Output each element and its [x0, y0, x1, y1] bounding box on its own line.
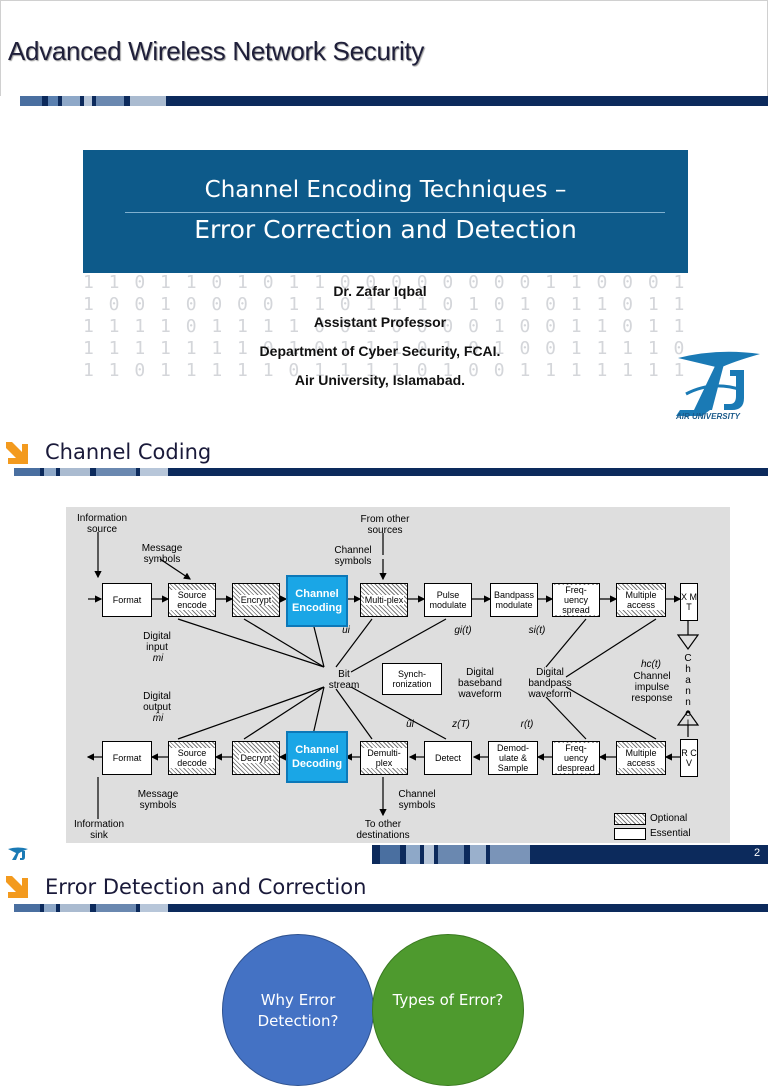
label-si: si(t) [528, 625, 546, 636]
orange-arrow-icon [2, 438, 32, 468]
label-digital-output: Digital output [143, 691, 171, 713]
label-info-source: Information source [76, 513, 128, 535]
slide-header-title: Advanced Wireless Network Security [8, 36, 425, 66]
label-ui: ui [342, 625, 350, 636]
label-rt: r(t) [520, 719, 534, 730]
block-pulse-modulate: Pulse modulate [424, 583, 472, 617]
channel-coding-block-diagram: Information source Message symbols From … [66, 507, 730, 843]
page-number: 2 [754, 847, 761, 859]
block-source-decode: Source decode [168, 741, 216, 775]
block-encrypt: Encrypt [232, 583, 280, 617]
binary-background: 1 1 0 1 1 0 1 0 1 1 0 0 0 0 0 0 0 0 1 1 … [83, 272, 688, 381]
slide-1: Advanced Wireless Network Security Chann… [0, 0, 768, 430]
block-bandpass-modulate: Bandpass modulate [490, 583, 538, 617]
block-frequency-despread: Freq-uency despread [552, 741, 600, 775]
label-message-symbols: Message symbols [141, 543, 183, 565]
label-hc: hc(t) [641, 659, 661, 670]
block-format-top: Format [102, 583, 152, 617]
author-name: Dr. Zafar Iqbal [333, 283, 427, 299]
label-ui-hat: ûi [406, 719, 414, 730]
orange-arrow-icon-2 [2, 872, 32, 902]
title-divider [125, 212, 665, 213]
block-format-bottom: Format [102, 741, 152, 775]
label-channel-vertical: C h a n n e l [684, 653, 692, 730]
block-decrypt: Decrypt [232, 741, 280, 775]
slide-2-footer: 2 [0, 845, 768, 864]
circle-why-error-detection: Why Error Detection? [222, 934, 374, 1086]
label-to-other-destinations: To other destinations [356, 819, 410, 841]
legend-essential-label: Essential [650, 828, 691, 839]
block-demultiplex: Demulti-plex [360, 741, 408, 775]
block-multiple-access-top: Multiple access [616, 583, 666, 617]
label-digital-bandpass: Digital bandpass waveform [528, 667, 572, 700]
title-box: Channel Encoding Techniques – Error Corr… [83, 150, 688, 273]
legend-optional-swatch [614, 813, 646, 825]
block-source-encode: Source encode [168, 583, 216, 617]
author-role: Assistant Professor [313, 314, 447, 330]
section-band-2 [0, 904, 768, 912]
label-digital-input: Digital input [143, 631, 171, 653]
section-title-error-detection: Error Detection and Correction [45, 875, 367, 899]
legend-optional-label: Optional [650, 813, 688, 824]
label-digital-baseband: Digital baseband waveform [458, 667, 502, 700]
label-channel-impulse: Channel impulse response [631, 671, 673, 704]
label-bit-stream: Bit stream [328, 669, 360, 691]
diagram-connections [86, 532, 700, 819]
circle-types-of-error: Types of Error? [372, 934, 524, 1086]
footer-band [372, 845, 768, 864]
title-line-2: Error Correction and Detection [194, 215, 577, 244]
author-university: Air University, Islamabad. [294, 372, 466, 388]
label-info-sink: Information sink [73, 819, 125, 841]
block-multiplex: Multi-plex [360, 583, 408, 617]
block-synchronization: Synch-ronization [382, 663, 442, 695]
slide-3: Error Detection and Correction Why Error… [0, 866, 768, 1086]
label-channel-symbols-top: Channel symbols [334, 545, 372, 567]
label-message-symbols-bottom: Message symbols [137, 789, 179, 811]
label-gi: gi(t) [454, 625, 472, 636]
block-xmt: X M T [680, 583, 698, 621]
title-line-1: Channel Encoding Techniques – [204, 177, 567, 203]
label-zt: z(T) [452, 719, 470, 730]
block-multiple-access-bottom: Multiple access [616, 741, 666, 775]
block-demodulate: Demod-ulate & Sample [488, 741, 538, 775]
header-band [0, 96, 768, 106]
section-title-channel-coding: Channel Coding [45, 440, 212, 464]
label-mi: mi [152, 653, 164, 664]
block-channel-encoding: Channel Encoding [286, 575, 348, 627]
section-band [0, 468, 768, 476]
label-channel-symbols-bottom: Channel symbols [398, 789, 436, 811]
label-mi-hat: m̂i [152, 713, 164, 724]
block-rcv: R C V [680, 739, 698, 777]
label-from-other-sources: From other sources [360, 514, 410, 536]
slide-2: Channel Coding [0, 430, 768, 865]
block-detect: Detect [424, 741, 472, 775]
block-channel-decoding: Channel Decoding [286, 731, 348, 783]
author-department: Department of Cyber Security, FCAI. [259, 343, 501, 359]
block-frequency-spread: Freq-uency spread [552, 583, 600, 617]
footer-logo-icon [6, 847, 30, 861]
logo-text: AIR UNIVERSITY [676, 412, 741, 421]
legend-essential-swatch [614, 828, 646, 840]
air-university-logo: AIR UNIVERSITY [672, 350, 764, 426]
